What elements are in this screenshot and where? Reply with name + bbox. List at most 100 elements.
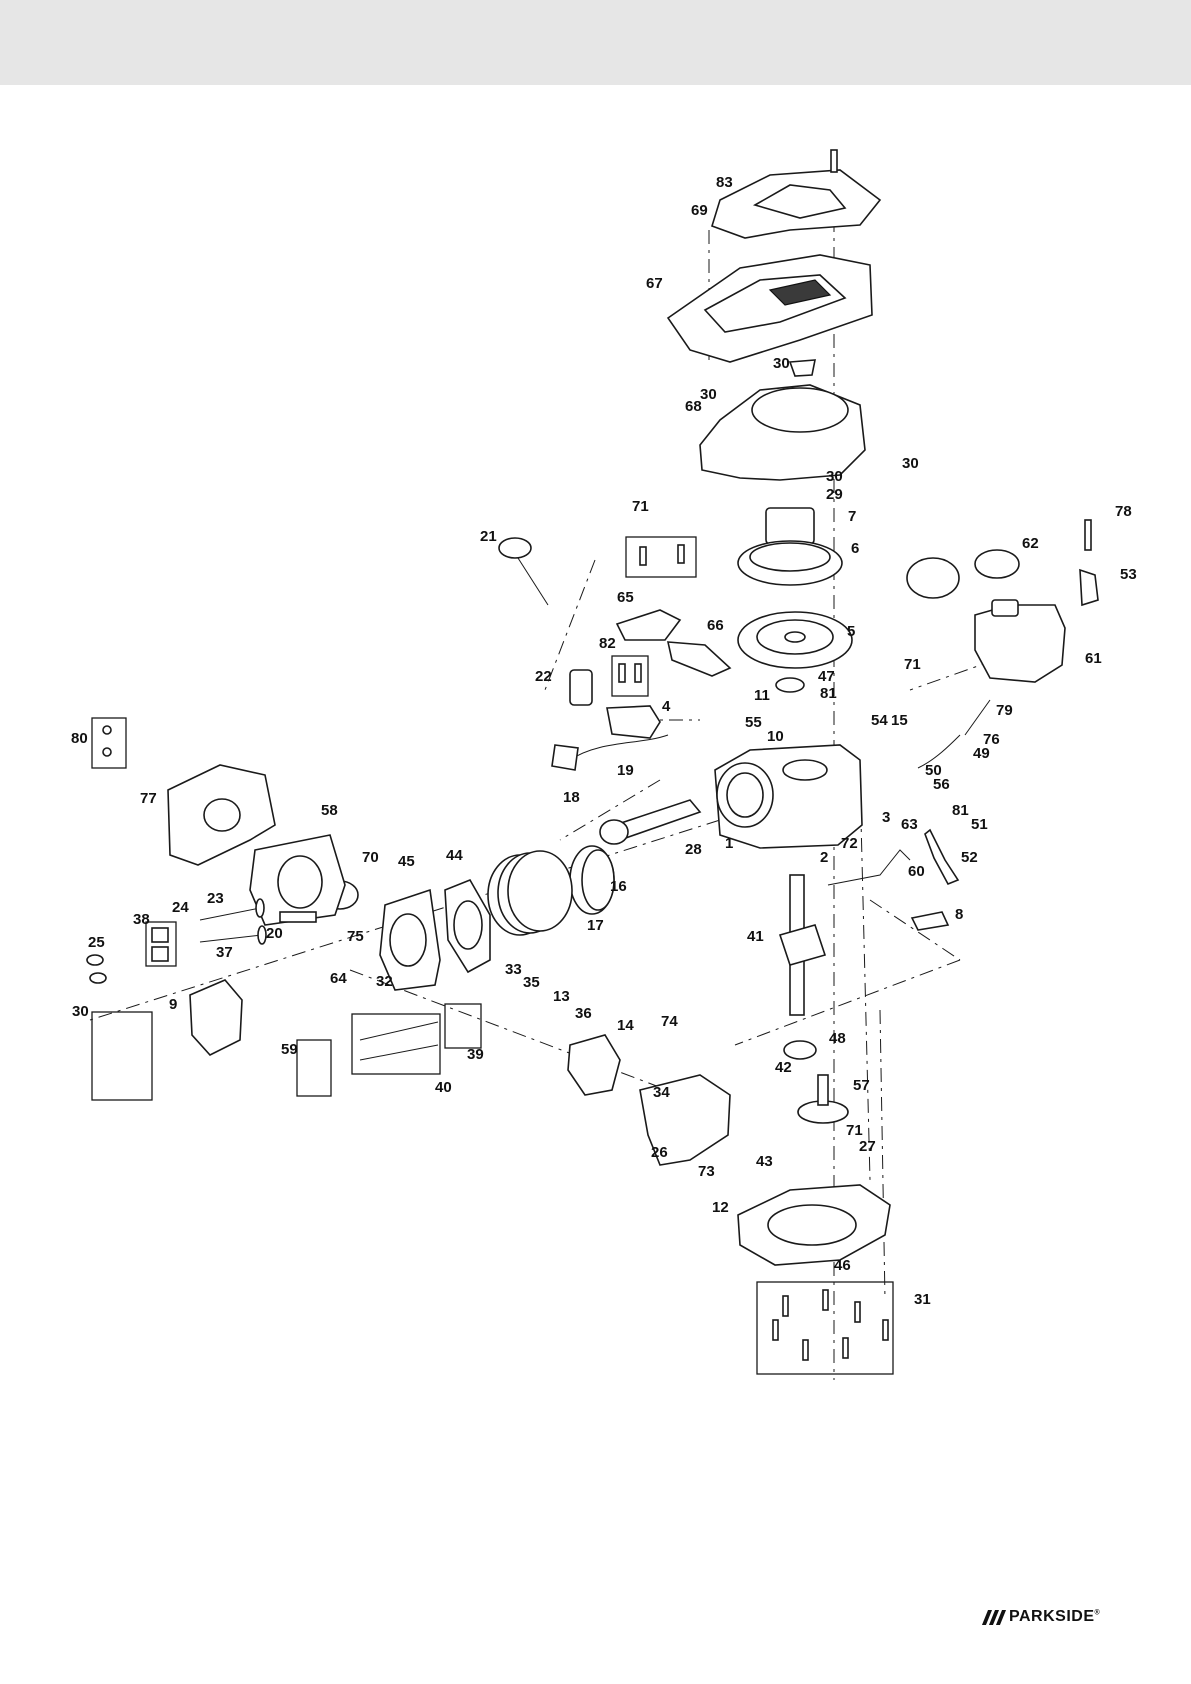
part-brake-bracket (617, 610, 680, 640)
callout-71c: 71 (846, 1122, 863, 1139)
part-cooling-fan (738, 541, 842, 585)
part-carburetor (568, 1035, 620, 1095)
part-tank-bracket (1080, 520, 1098, 605)
brand-name: PARKSIDE® (1009, 1608, 1100, 1626)
part-connecting-rod (600, 800, 700, 844)
callout-14: 14 (617, 1017, 634, 1034)
callout-5: 5 (847, 623, 855, 640)
callout-46: 46 (834, 1257, 851, 1274)
callout-8: 8 (955, 906, 963, 923)
part-flywheel-washer (776, 678, 804, 692)
part-engine-cover (668, 255, 872, 362)
part-fuel-tank (975, 600, 1065, 682)
callout-78: 78 (1115, 503, 1132, 520)
part-head-gasket (445, 880, 490, 972)
callout-13: 13 (553, 988, 570, 1005)
callout-30b: 30 (700, 386, 717, 403)
part-brake-arm (668, 642, 730, 676)
callout-36: 36 (575, 1005, 592, 1022)
callout-29: 29 (826, 486, 843, 503)
part-base-plate (738, 1185, 890, 1265)
part-blower-housing (700, 360, 865, 480)
box-screws-82 (612, 656, 648, 696)
callout-38: 38 (133, 911, 150, 928)
part-spark-plug (280, 912, 316, 922)
callout-62: 62 (1022, 535, 1039, 552)
callout-41: 41 (747, 928, 764, 945)
callout-19: 19 (617, 762, 634, 779)
callout-52: 52 (961, 849, 978, 866)
callout-9: 9 (169, 996, 177, 1013)
callout-43: 43 (756, 1153, 773, 1170)
callout-7: 7 (848, 508, 856, 525)
callout-82: 82 (599, 635, 616, 652)
box-bolts-39 (445, 1004, 481, 1048)
box-base-bolts-31 (757, 1282, 893, 1374)
callout-labels: 8369673030683030297657121656682224551110… (71, 174, 1137, 1308)
part-flywheel (738, 612, 852, 668)
callout-28: 28 (685, 841, 702, 858)
callout-24: 24 (172, 899, 189, 916)
part-governor-rod (828, 850, 910, 885)
callout-45: 45 (398, 853, 415, 870)
callout-81b: 81 (952, 802, 969, 819)
callout-77: 77 (140, 790, 157, 807)
callout-21: 21 (480, 528, 497, 545)
callout-81a: 81 (820, 685, 837, 702)
callout-56: 56 (933, 776, 950, 793)
callout-61: 61 (1085, 650, 1102, 667)
part-crankcase (715, 745, 862, 848)
part-throttle-lever (925, 830, 958, 884)
callout-79: 79 (996, 702, 1013, 719)
callout-54: 54 (871, 712, 888, 729)
callout-10: 10 (767, 728, 784, 745)
box-screws-71 (626, 537, 696, 577)
callout-75: 75 (347, 928, 364, 945)
box-rocker-59 (297, 1040, 331, 1096)
callout-15: 15 (891, 712, 908, 729)
part-cover-screw (831, 150, 837, 172)
callout-17: 17 (587, 917, 604, 934)
part-spark-lead (552, 735, 668, 770)
callout-57: 57 (853, 1077, 870, 1094)
callout-80: 80 (71, 730, 88, 747)
callout-64: 64 (330, 970, 347, 987)
callout-27: 27 (859, 1138, 876, 1155)
box-pushrods-40 (352, 1014, 440, 1074)
callout-33: 33 (505, 961, 522, 978)
part-starter-cup (766, 508, 814, 544)
part-governor-arm (912, 912, 948, 930)
callout-37: 37 (216, 944, 233, 961)
callout-65: 65 (617, 589, 634, 606)
callout-35: 35 (523, 974, 540, 991)
callout-66: 66 (707, 617, 724, 634)
part-filler-tube (570, 670, 592, 705)
callout-26: 26 (651, 1144, 668, 1161)
brand-mark-icon (985, 1610, 1003, 1625)
callout-71b: 71 (904, 656, 921, 673)
callout-72: 72 (841, 835, 858, 852)
callout-59: 59 (281, 1041, 298, 1058)
callout-20: 20 (266, 925, 283, 942)
box-screws-80 (92, 718, 126, 768)
callout-2: 2 (820, 849, 828, 866)
callout-18: 18 (563, 789, 580, 806)
callout-53: 53 (1120, 566, 1137, 583)
callout-31: 31 (914, 1291, 931, 1308)
callout-70: 70 (362, 849, 379, 866)
box-valve-springs-38 (146, 922, 176, 966)
part-piston (570, 846, 614, 914)
callout-30c: 30 (826, 468, 843, 485)
callout-44: 44 (446, 847, 463, 864)
part-ignition-coil (607, 706, 660, 738)
callout-30d: 30 (902, 455, 919, 472)
callout-71a: 71 (632, 498, 649, 515)
part-dipstick (499, 538, 548, 605)
callout-3: 3 (882, 809, 890, 826)
callout-23: 23 (207, 890, 224, 907)
callout-73: 73 (698, 1163, 715, 1180)
callout-69: 69 (691, 202, 708, 219)
callout-12: 12 (712, 1199, 729, 1216)
callout-58: 58 (321, 802, 338, 819)
